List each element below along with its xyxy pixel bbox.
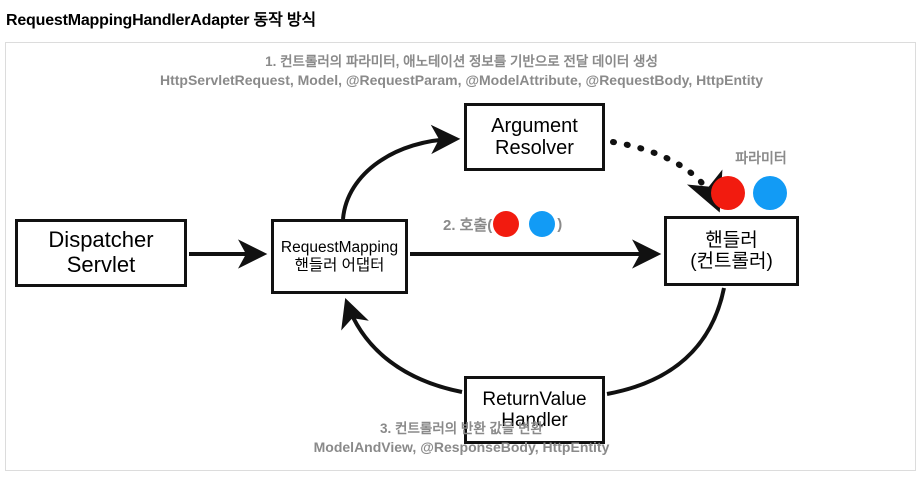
label-step-2-call: 2. 호출( ): [443, 211, 562, 237]
edge-adapter-to-argument-resolver: [341, 124, 461, 220]
node-handler-controller[interactable]: 핸들러 (컨트롤러): [664, 216, 799, 286]
note-step-1-detail: HttpServletRequest, Model, @RequestParam…: [159, 72, 764, 88]
edge-returnvalue-to-adapter: [341, 297, 463, 394]
node-argument-resolver-line1: Argument: [491, 114, 578, 137]
node-argument-resolver[interactable]: Argument Resolver: [464, 103, 605, 171]
page-title: RequestMappingHandlerAdapter 동작 방식: [6, 12, 316, 29]
node-returnvalue-line2: Handler: [501, 410, 568, 431]
call-label-suffix: ): [557, 215, 563, 233]
diagram-frame: 1. 컨트롤러의 파라미터, 애노테이션 정보를 기반으로 전달 데이터 생성 …: [5, 42, 916, 471]
note-step-3-detail: ModelAndView, @ResponseBody, HttpEntity: [313, 439, 610, 455]
parameter-dot-blue-icon: [753, 176, 787, 210]
node-dispatcher-servlet[interactable]: Dispatcher Servlet: [15, 219, 187, 287]
node-handler-line2: (컨트롤러): [690, 251, 773, 272]
node-adapter-line1: RequestMapping: [280, 239, 399, 257]
node-returnvalue-line1: ReturnValue: [482, 388, 587, 410]
note-step-1-title: 1. 컨트롤러의 파라미터, 애노테이션 정보를 기반으로 전달 데이터 생성: [265, 54, 658, 69]
call-dot-red-icon: [493, 211, 520, 237]
node-adapter-line2: 핸들러 어댑터: [294, 256, 385, 274]
edge-handler-to-returnvalue: [606, 287, 726, 396]
label-parameter: 파라미터: [735, 150, 787, 166]
diagram-connectors: [189, 124, 726, 396]
note-step-3-title: 3. 컨트롤러의 반환 값을 변환: [380, 421, 543, 436]
node-returnvalue-handler[interactable]: ReturnValue Handler: [464, 376, 605, 444]
node-handler-line1: 핸들러: [705, 229, 758, 251]
node-requestmapping-handler-adapter[interactable]: RequestMapping 핸들러 어댑터: [271, 219, 408, 294]
call-label-prefix: 2. 호출(: [443, 216, 493, 234]
node-dispatcher-line2: Servlet: [66, 252, 136, 277]
node-argument-resolver-line2: Resolver: [495, 137, 574, 159]
node-dispatcher-line1: Dispatcher: [48, 227, 154, 253]
parameter-dot-red-icon: [711, 176, 745, 210]
call-dot-blue-icon: [529, 211, 556, 237]
